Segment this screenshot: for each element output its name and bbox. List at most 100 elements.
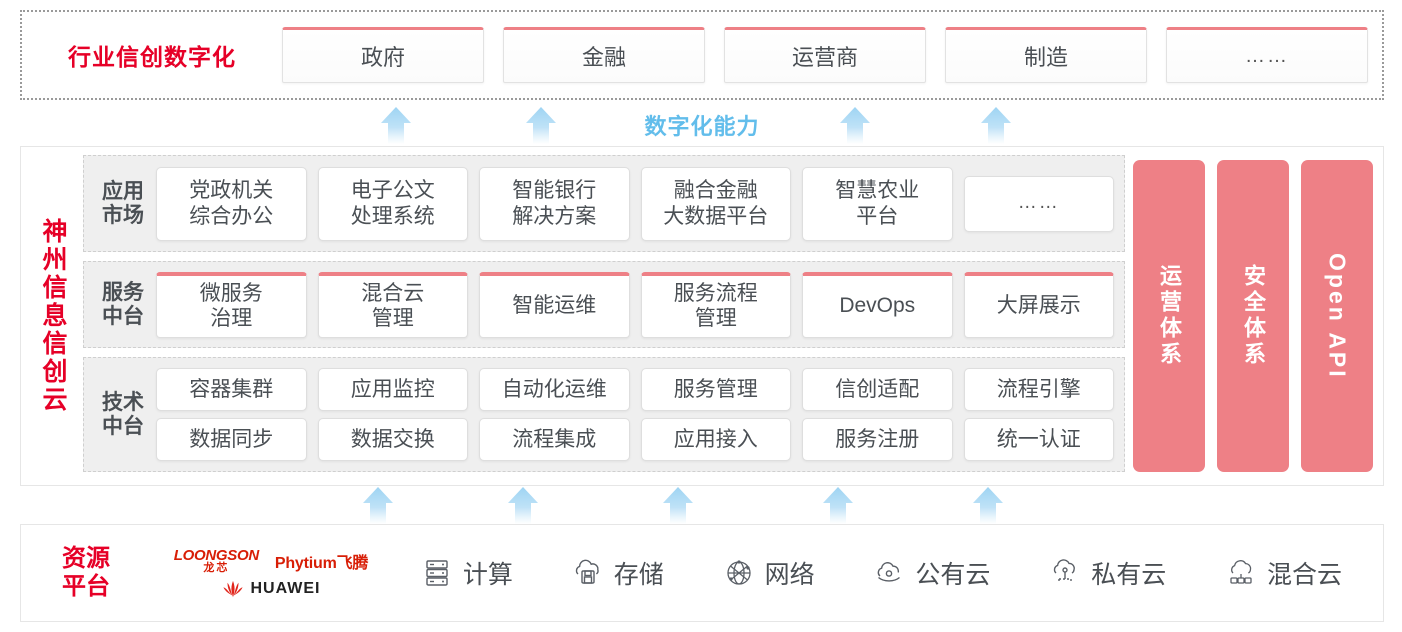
resource-item-storage[interactable]: 存储 [571, 555, 664, 591]
resource-item-label: 公有云 [915, 561, 991, 589]
up-arrow-icon [355, 486, 401, 524]
pillar-security-system[interactable]: 安全体系 [1217, 160, 1289, 472]
industry-box-more[interactable]: …… [1166, 27, 1368, 83]
resource-item-list: 计算 存储 [391, 555, 1383, 591]
svc-cell-devops[interactable]: DevOps [802, 271, 953, 338]
tech-cell-application-access[interactable]: 应用接入 [640, 418, 791, 461]
cell-line: 党政机关 [189, 179, 274, 203]
huawei-flower-icon [222, 580, 244, 598]
resource-item-hybrid-cloud[interactable]: 混合云 [1224, 555, 1342, 591]
resource-title-line: 平台 [62, 573, 110, 600]
resource-item-private-cloud[interactable]: 私有云 [1048, 555, 1166, 591]
up-arrow-icon [518, 106, 564, 144]
cloud-storage-icon [571, 556, 605, 590]
svc-cell-service-process-management[interactable]: 服务流程 管理 [640, 271, 791, 338]
cloud-vertical-title: 神 州 信 息 信 创 云 [21, 147, 83, 485]
resource-item-compute[interactable]: 计算 [420, 555, 513, 591]
public-cloud-icon [872, 556, 906, 590]
tech-cell-process-integration[interactable]: 流程集成 [479, 418, 630, 461]
cell-line: 混合云 [361, 281, 425, 305]
pillar-operation-system[interactable]: 运营体系 [1133, 160, 1205, 472]
technology-row-2: 数据同步 数据交换 流程集成 应用接入 服务注册 统一认证 [156, 418, 1114, 461]
app-cell-finance-bigdata[interactable]: 融合金融 大数据平台 [640, 166, 791, 241]
resource-item-label: 私有云 [1091, 561, 1167, 589]
cell-line: 微服务 [199, 281, 263, 305]
cloud-title-char: 神 [42, 218, 68, 246]
resource-item-public-cloud[interactable]: 公有云 [872, 555, 990, 591]
cloud-title-char: 创 [42, 358, 68, 386]
industry-box-list: 政府 金融 运营商 制造 …… [282, 27, 1382, 83]
network-globe-icon [722, 556, 756, 590]
layer-application-market: 应用 市场 党政机关 综合办公 电子公文 [83, 155, 1125, 252]
app-cell-smart-agriculture[interactable]: 智慧农业 平台 [802, 166, 953, 241]
cell-line: 平台 [856, 204, 899, 228]
tech-cell-container-cluster[interactable]: 容器集群 [156, 368, 307, 411]
tech-cell-unified-authentication[interactable]: 统一认证 [963, 418, 1114, 461]
tech-cell-process-engine[interactable]: 流程引擎 [963, 368, 1114, 411]
svc-cell-intelligent-ops[interactable]: 智能运维 [479, 271, 630, 338]
technology-row-1: 容器集群 应用监控 自动化运维 服务管理 信创适配 流程引擎 [156, 368, 1114, 411]
app-cell-government-office[interactable]: 党政机关 综合办公 [156, 166, 307, 241]
vendor-logo-row-1: LOONGSON 龙芯 Phytium飞腾 [174, 548, 369, 574]
up-arrow-icon [500, 486, 546, 524]
technology-platform-rows: 容器集群 应用监控 自动化运维 服务管理 信创适配 流程引擎 数据同步 数据交换… [156, 368, 1114, 461]
cloud-title-char: 州 [42, 246, 68, 274]
tech-cell-service-management[interactable]: 服务管理 [640, 368, 791, 411]
up-arrow-icon [655, 486, 701, 524]
svc-cell-hybrid-cloud-management[interactable]: 混合云 管理 [317, 271, 468, 338]
industry-box-telecom[interactable]: 运营商 [724, 27, 926, 83]
resource-item-network[interactable]: 网络 [722, 555, 815, 591]
vendor-logo-group: LOONGSON 龙芯 Phytium飞腾 HUAWEI [151, 548, 391, 598]
layer-label-service-middle-platform: 服务 中台 [90, 281, 156, 327]
industry-box-government[interactable]: 政府 [282, 27, 484, 83]
cell-line: 处理系统 [350, 204, 435, 228]
server-icon [420, 556, 454, 590]
tech-cell-application-monitoring[interactable]: 应用监控 [317, 368, 468, 411]
tech-cell-data-sync[interactable]: 数据同步 [156, 418, 307, 461]
tech-cell-service-registry[interactable]: 服务注册 [802, 418, 953, 461]
capability-arrow-strip-top: 数字化能力 [20, 104, 1384, 144]
cloud-layer-stack: 应用 市场 党政机关 综合办公 电子公文 [83, 155, 1125, 477]
cell-line: 智慧农业 [835, 179, 920, 203]
loongson-logo-text-cn: 龙芯 [203, 562, 230, 574]
service-platform-cells: 微服务 治理 混合云 管理 智能运维 [156, 271, 1114, 338]
up-arrow-icon [973, 106, 1019, 144]
tech-cell-data-exchange[interactable]: 数据交换 [317, 418, 468, 461]
huawei-logo-text: HUAWEI [250, 580, 321, 597]
layer-technology-middle-platform: 技术 中台 容器集群 应用监控 自动化运维 服务管理 信创适配 流程引擎 [83, 357, 1125, 472]
app-cell-more[interactable]: …… [963, 175, 1114, 232]
resource-item-label: 计算 [462, 561, 513, 589]
cell-line: 智能银行 [512, 179, 597, 203]
cloud-title-char: 信 [42, 274, 68, 302]
capability-arrow-strip-bottom [20, 486, 1384, 524]
layer-label-line: 服务 [102, 281, 144, 305]
app-cell-smart-bank[interactable]: 智能银行 解决方案 [479, 166, 630, 241]
svc-cell-large-screen-display[interactable]: 大屏展示 [963, 271, 1114, 338]
private-cloud-icon [1048, 556, 1082, 590]
industry-box-finance[interactable]: 金融 [503, 27, 705, 83]
cell-line: 治理 [210, 307, 253, 330]
app-cell-edoc-system[interactable]: 电子公文 处理系统 [317, 166, 468, 241]
industry-box-manufacturing[interactable]: 制造 [945, 27, 1147, 83]
layer-label-line: 中台 [102, 304, 144, 328]
pillar-open-api[interactable]: Open API [1301, 160, 1373, 472]
shenzhou-cloud-container: 神 州 信 息 信 创 云 应用 市场 [20, 146, 1384, 486]
cell-line: 服务流程 [673, 281, 758, 305]
cell-line: 解决方案 [512, 204, 597, 228]
cloud-body: 应用 市场 党政机关 综合办公 电子公文 [83, 147, 1383, 485]
cell-line: 融合金融 [673, 179, 758, 203]
tech-cell-xinchuang-adaptation[interactable]: 信创适配 [802, 368, 953, 411]
resource-title-line: 资源 [62, 545, 110, 573]
cell-line: 管理 [694, 307, 737, 330]
industry-digitalization-band: 行业信创数字化 政府 金融 运营商 制造 …… [20, 10, 1384, 100]
cloud-title-char: 息 [42, 302, 68, 330]
svc-cell-microservice-governance[interactable]: 微服务 治理 [156, 271, 307, 338]
industry-band-title: 行业信创数字化 [68, 44, 236, 70]
cell-line: 管理 [371, 307, 414, 330]
loongson-logo: LOONGSON 龙芯 [174, 548, 259, 574]
layer-label-line: 市场 [102, 203, 144, 227]
huawei-logo: HUAWEI [222, 580, 321, 598]
cloud-title-char: 云 [42, 386, 68, 414]
tech-cell-automated-ops[interactable]: 自动化运维 [479, 368, 630, 411]
